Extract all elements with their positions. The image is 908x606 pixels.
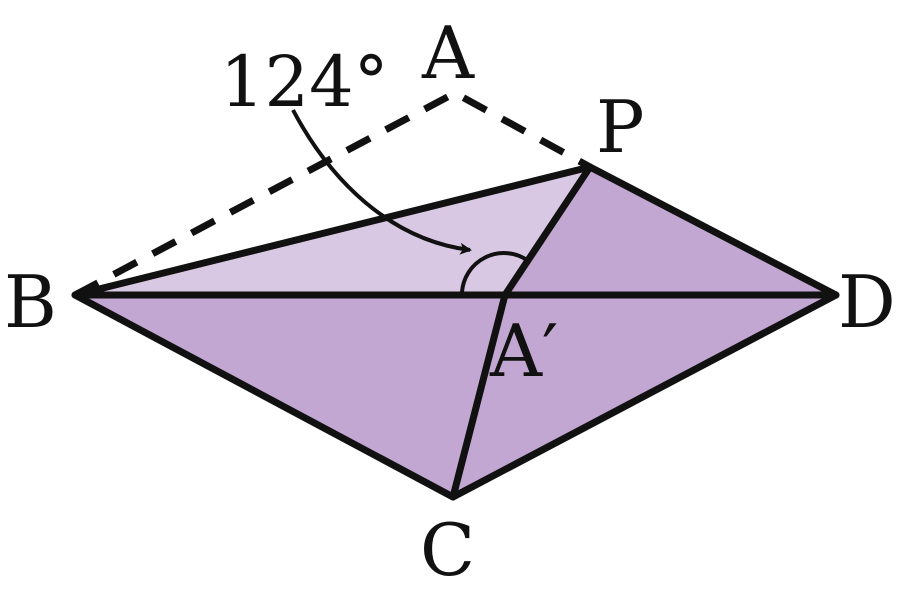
label-angle-124: 124° — [220, 41, 389, 123]
label-point-A: A — [421, 11, 475, 95]
segment-A'-C — [449, 291, 509, 501]
segment-P-A' — [501, 163, 594, 299]
label-point-D: D — [838, 260, 896, 344]
angle-pointer-arrow — [291, 109, 472, 255]
dashed-edge-B-A-P — [73, 89, 592, 299]
label-point-C: C — [420, 508, 475, 592]
triangle-B-C-D — [75, 295, 836, 497]
label-point-B: B — [4, 260, 57, 344]
label-point-A-prime: A′ — [489, 309, 558, 393]
triangle-A'-P-D — [505, 167, 836, 295]
label-point-P: P — [596, 85, 644, 169]
angle-arc-BA'P — [460, 251, 529, 293]
